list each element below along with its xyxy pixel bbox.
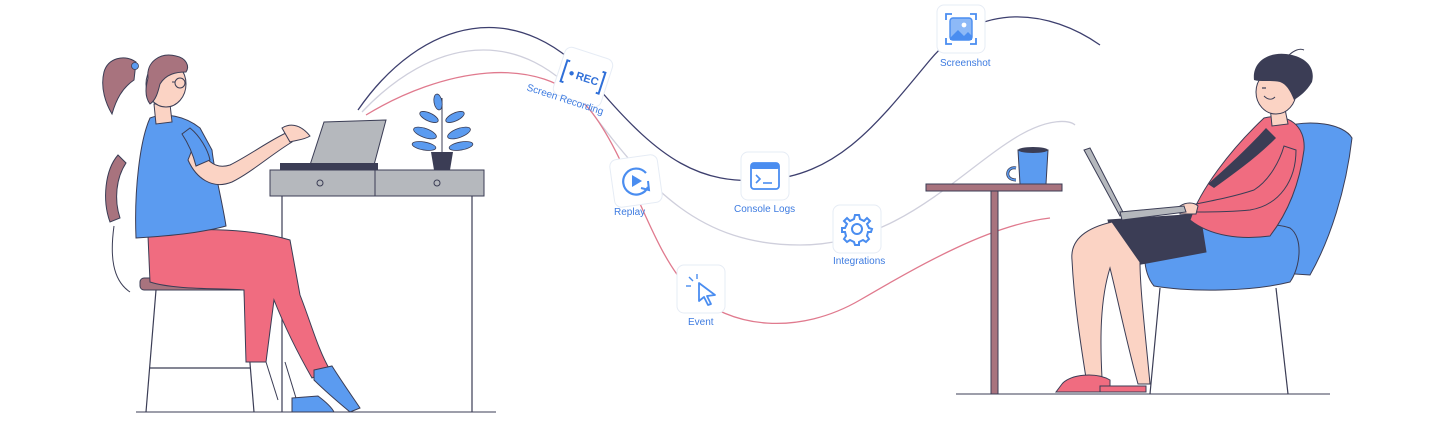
desk-legs xyxy=(281,196,473,412)
image-icon xyxy=(945,13,977,45)
desk-knob-right xyxy=(433,179,441,187)
feature-integrations: Integrations xyxy=(832,204,885,267)
screenshot-label: Screenshot xyxy=(940,58,991,69)
console-logs-label: Console Logs xyxy=(734,204,795,215)
man-tie xyxy=(1208,128,1276,188)
man-legs xyxy=(1071,221,1151,385)
man-shoe-right xyxy=(1099,385,1147,393)
side-table-top xyxy=(925,183,1063,192)
plant xyxy=(411,93,474,170)
stool-legs xyxy=(145,289,255,413)
man-hair xyxy=(1253,53,1313,100)
woman-hand xyxy=(281,124,311,143)
feature-screenshot: Screenshot xyxy=(936,4,991,69)
woman-ponytail xyxy=(102,57,137,116)
woman-hair xyxy=(145,54,189,105)
woman-shoe-left xyxy=(291,395,335,413)
laptop-left-screen xyxy=(309,119,387,166)
event-label: Event xyxy=(688,317,714,328)
woman-shoe-right xyxy=(313,365,361,413)
terminal-icon xyxy=(750,162,780,190)
man-on-armchair xyxy=(925,48,1353,395)
armchair-legs xyxy=(1149,287,1289,395)
gear-icon xyxy=(841,214,874,246)
laptop-right-base xyxy=(1119,205,1187,221)
side-table-leg xyxy=(990,190,999,395)
integrations-label: Integrations xyxy=(833,256,885,267)
woman-at-desk xyxy=(102,54,496,413)
chair-back-line xyxy=(111,225,131,293)
feature-event: Event xyxy=(676,264,726,328)
replay-icon xyxy=(622,167,651,196)
feature-console-logs: Console Logs xyxy=(734,151,795,215)
flow-path-gray xyxy=(361,49,1076,246)
desk-top xyxy=(269,169,485,197)
laptop-left-base xyxy=(280,163,378,170)
feature-replay: Replay xyxy=(609,154,663,218)
chair-back xyxy=(105,154,127,223)
woman-glasses xyxy=(172,77,186,89)
laptop-right-screen xyxy=(1083,147,1125,217)
replay-label: Replay xyxy=(614,207,645,218)
woman-arm xyxy=(187,131,293,185)
woman-pants xyxy=(147,229,331,379)
coffee-mug xyxy=(1006,147,1049,185)
cursor-click-icon xyxy=(686,274,716,306)
desk-knob-left xyxy=(316,179,324,187)
feature-screen-recording: REC Screen Recording xyxy=(525,46,614,118)
